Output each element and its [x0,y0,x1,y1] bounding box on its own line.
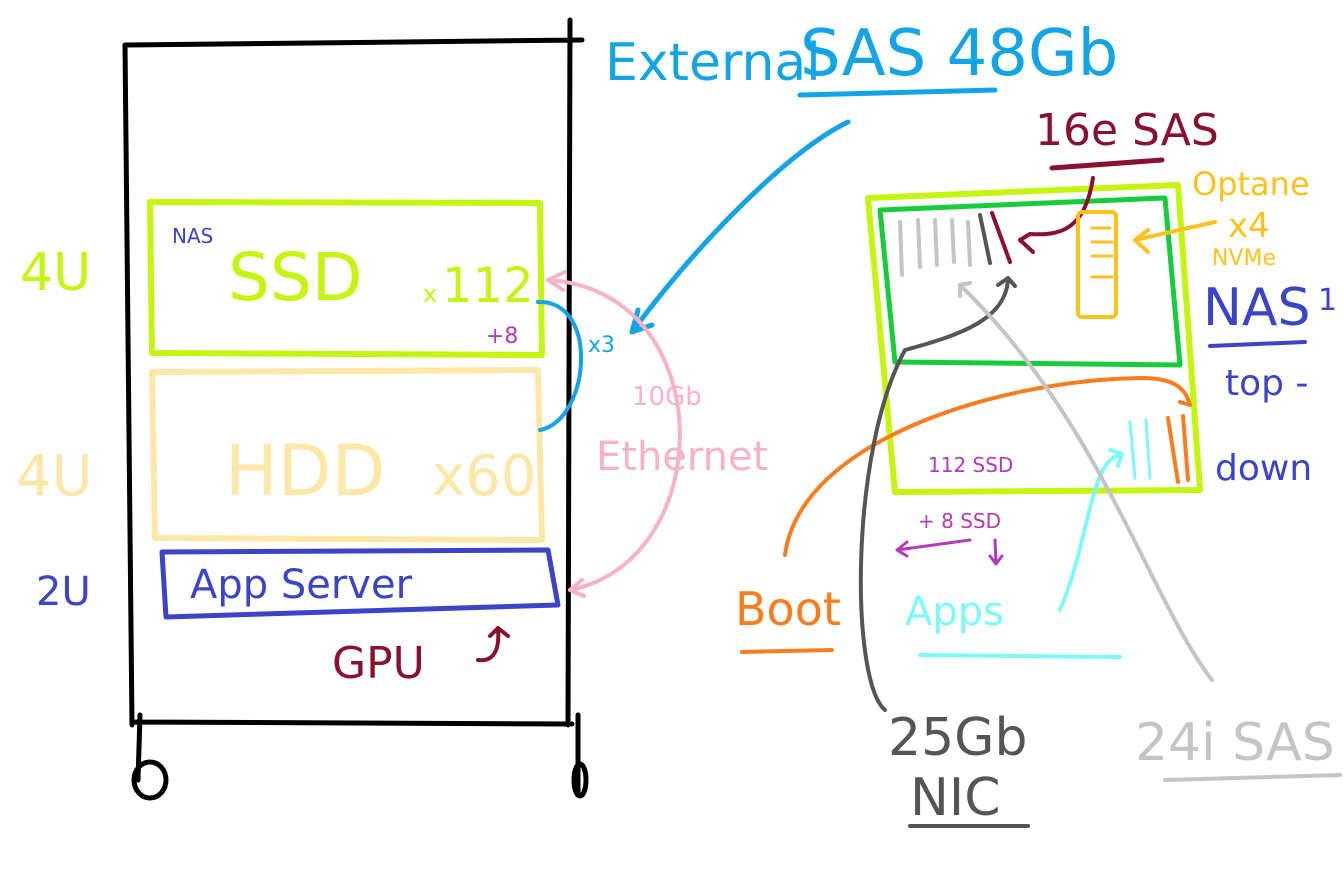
caster-wheel-right [571,761,589,799]
nic-speed-label: 25Gb [888,708,1027,768]
nas-title-sup: 1 [1318,283,1337,318]
boot-cable [783,376,1192,557]
ssd-label: SSD [228,239,363,316]
nvme-label: NVMe [1212,246,1276,271]
nic-label: NIC [910,768,1001,828]
gpu-label: GPU [332,638,425,689]
nas-top-down-view: 16e SAS Optane x4 NVMe NAS 1 top - down … [735,105,1342,828]
rack-unit-ssd-nas: 4U NAS SSD x 112 +8 [20,199,545,358]
optane-label: Optane [1192,165,1310,203]
optane-card [1076,210,1118,319]
apps-label: Apps [905,589,1004,635]
ethernet-label: Ethernet [596,434,768,480]
ethernet-link: 10Gb Ethernet [546,270,768,598]
caster-wheel-left [131,759,169,801]
sas-48gb-label: SAS 48Gb [800,17,1118,91]
external-label: External [605,33,821,93]
unit-size-label: 4U [20,243,91,303]
ethernet-speed: 10Gb [632,382,702,412]
view-label-top: top - [1225,363,1308,404]
ssd-count: 112 [442,258,534,314]
drive-bays [898,211,1012,277]
sas24i-cable [958,281,1214,682]
unit-size-label: 2U [36,569,91,615]
server-rack [122,17,589,801]
optane-count: x4 [1228,206,1270,246]
nas-tag: NAS [172,224,213,248]
sas-arrow-icon [629,119,851,335]
rack-unit-hdd: 4U HDD x60 [16,367,545,543]
ssd-count-label: 112 SSD [928,453,1013,477]
sas-multiplier: x3 [588,333,615,358]
apps-cable [1058,448,1124,612]
view-label-down: down [1215,448,1312,489]
gpu-arrow-icon [476,626,510,663]
external-sas-callout: External SAS 48Gb x3 [536,17,1118,432]
unit-size-label: 4U [16,444,93,509]
sas24i-label: 24i SAS [1135,713,1335,773]
app-server-label: App Server [190,562,413,608]
nas-title: NAS [1203,278,1310,338]
ssd-extra-label: + 8 SSD [918,509,1001,533]
hdd-label: HDD [225,430,385,512]
nic-cable [858,276,1017,712]
sas16e-label: 16e SAS [1035,105,1219,156]
hdd-count: x60 [432,444,536,509]
ssd-extra: +8 [486,324,518,349]
ssd-times: x [423,280,437,308]
rack-unit-app-server: 2U App Server GPU [36,547,561,689]
boot-label: Boot [735,582,841,636]
